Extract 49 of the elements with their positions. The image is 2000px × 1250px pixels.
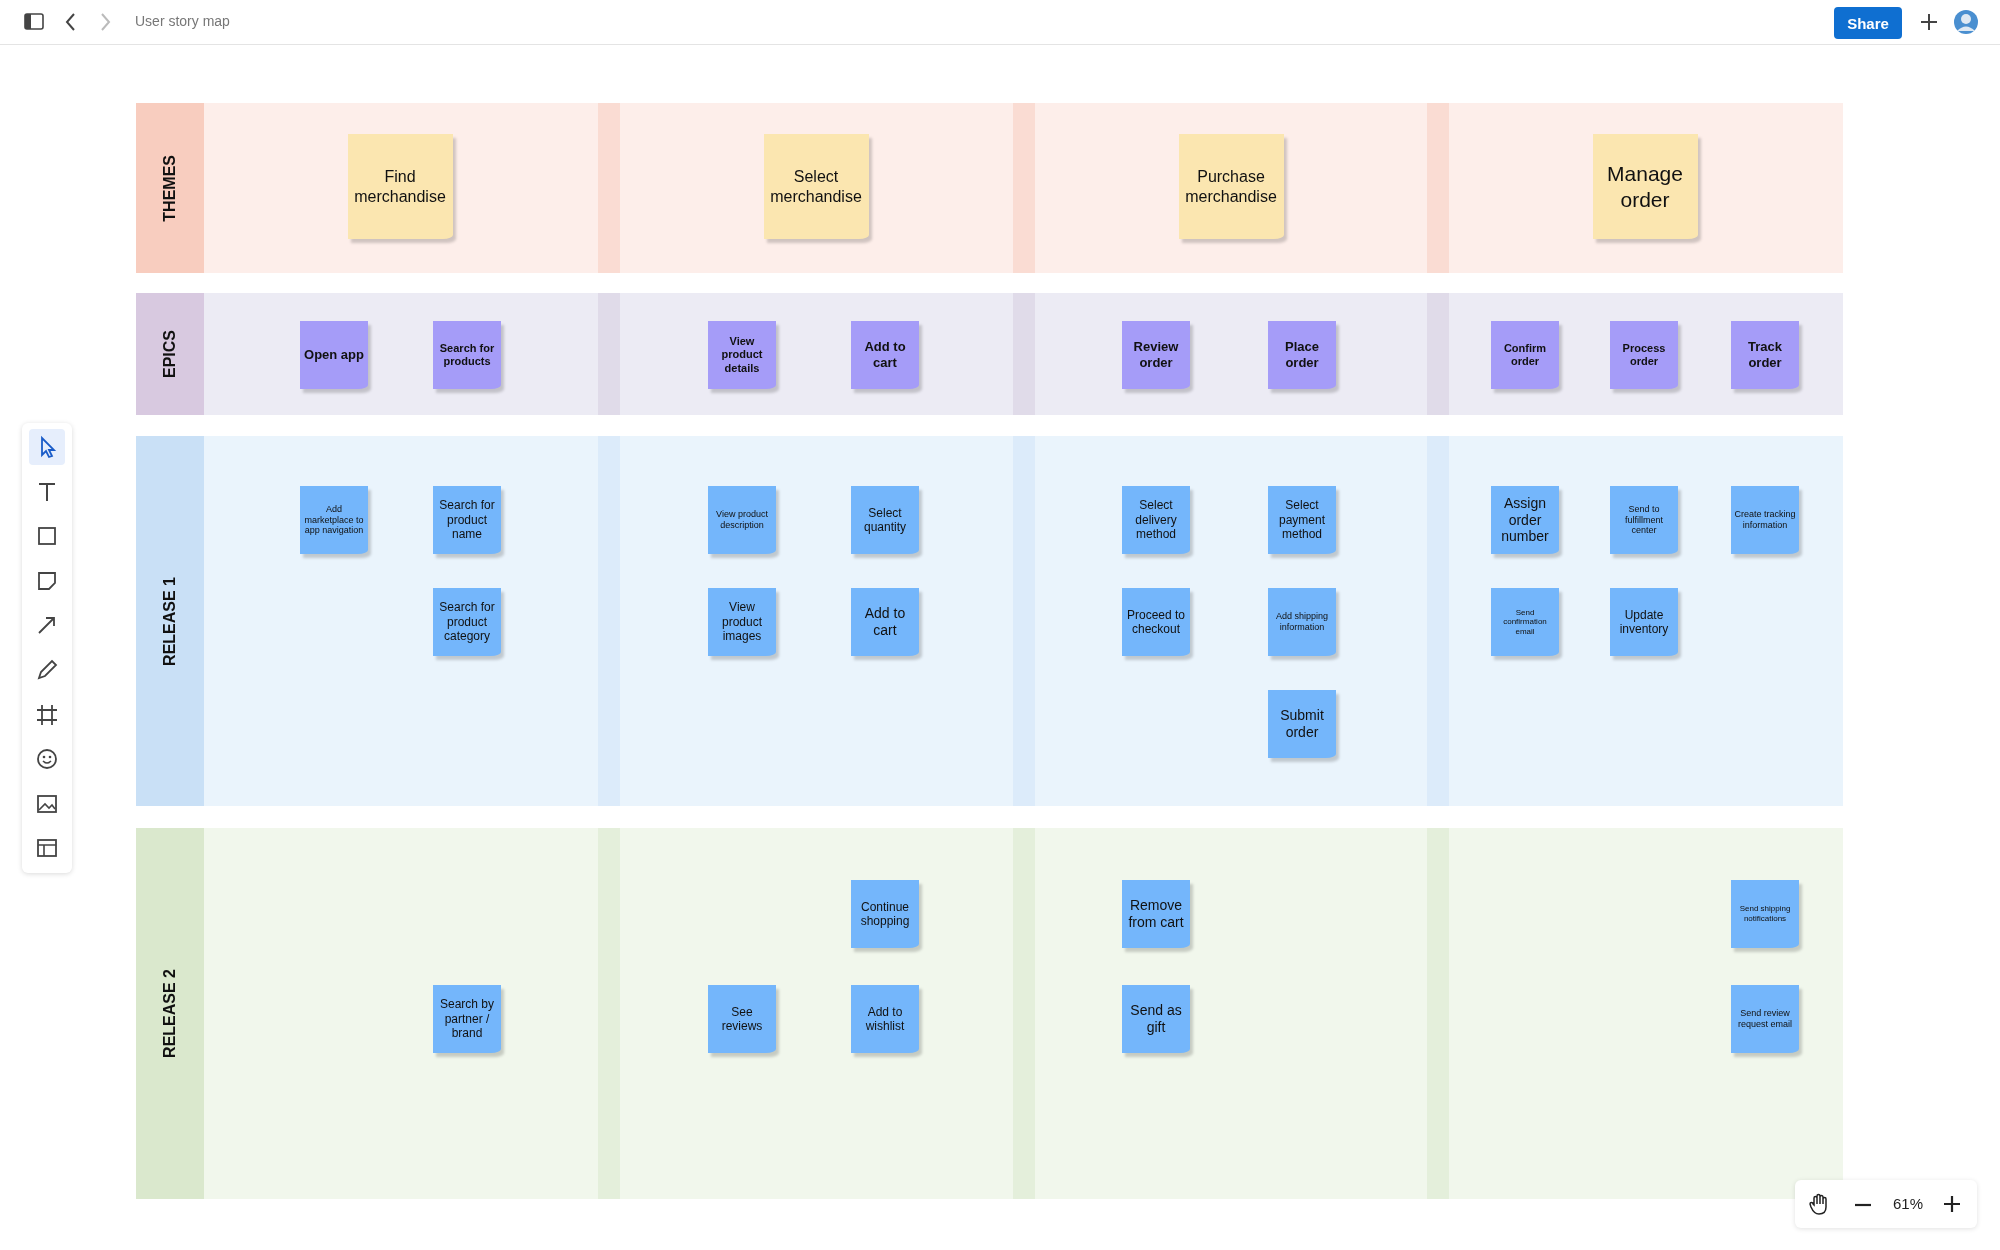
- sticky-note: Search for products: [433, 321, 501, 389]
- sticky-note: Add to wishlist: [851, 985, 919, 1053]
- row-heading: EPICS: [161, 330, 179, 378]
- sticky-note: Add to cart: [851, 321, 919, 389]
- sticky-note: Purchase merchandise: [1178, 134, 1284, 239]
- sticky-note: Review order: [1122, 321, 1190, 389]
- sticky-note: Send to fulfillment center: [1610, 486, 1678, 554]
- sticky-note: Select delivery method: [1122, 486, 1190, 554]
- row-heading: RELEASE 1: [161, 576, 179, 666]
- sticky-note: Select quantity: [851, 486, 919, 554]
- sticky-note: Add marketplace to app navigation: [300, 486, 368, 554]
- sticky-note: Open app: [300, 321, 368, 389]
- sticky-note: Assign order number: [1491, 486, 1559, 554]
- sticky-note: Send shipping notifications: [1731, 880, 1799, 948]
- sticky-note: Add to cart: [851, 588, 919, 656]
- share-button: Share: [1834, 7, 1902, 39]
- sticky-note: Search for product name: [433, 486, 501, 554]
- sticky-note: Remove from cart: [1122, 880, 1190, 948]
- row-heading: RELEASE 2: [161, 969, 179, 1058]
- swimlane: [136, 436, 1843, 806]
- swimlane: [136, 293, 1843, 415]
- sticky-note: Send review request email: [1731, 985, 1799, 1053]
- sticky-note: Manage order: [1592, 134, 1698, 239]
- sticky-note: Select merchandise: [763, 134, 869, 239]
- sticky-note: Continue shopping: [851, 880, 919, 948]
- sticky-note: Place order: [1268, 321, 1336, 389]
- sticky-note: View product description: [708, 486, 776, 554]
- sticky-note: Add shipping information: [1268, 588, 1336, 656]
- sticky-note: Confirm order: [1491, 321, 1559, 389]
- sticky-note: Update inventory: [1610, 588, 1678, 656]
- swimlane: [136, 828, 1843, 1199]
- sticky-note: Send confirmation email: [1491, 588, 1559, 656]
- sticky-note: Select payment method: [1268, 486, 1336, 554]
- sticky-note: Track order: [1731, 321, 1799, 389]
- sticky-note: Search by partner / brand: [433, 985, 501, 1053]
- sticky-note: Find merchandise: [347, 134, 453, 239]
- row-heading: THEMES: [161, 154, 179, 222]
- sticky-note: View product details: [708, 321, 776, 389]
- document-title: User story map: [135, 13, 230, 29]
- sticky-note: View product images: [708, 588, 776, 656]
- sticky-note: Proceed to checkout: [1122, 588, 1190, 656]
- sticky-note: Submit order: [1268, 690, 1336, 758]
- sticky-note: Send as gift: [1122, 985, 1190, 1053]
- sticky-note: See reviews: [708, 985, 776, 1053]
- swimlane: [136, 103, 1843, 273]
- sticky-note: Search for product category: [433, 588, 501, 656]
- zoom-level: 61%: [1893, 1195, 1924, 1212]
- sticky-note: Process order: [1610, 321, 1678, 389]
- sticky-note: Create tracking information: [1731, 486, 1799, 554]
